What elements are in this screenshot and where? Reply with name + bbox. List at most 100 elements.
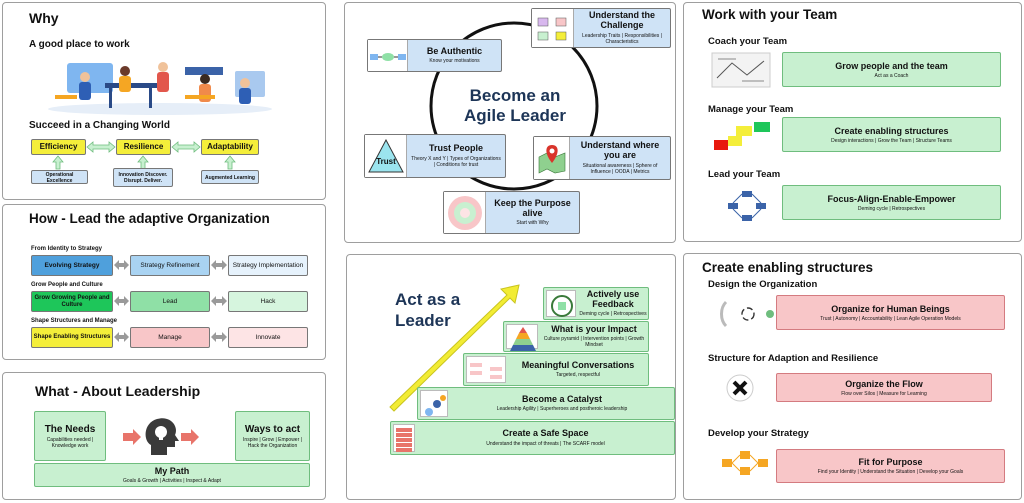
how-row2-heading: Grow People and Culture [31,282,103,288]
evolving-strategy-box: Evolving Strategy [31,255,113,276]
grow-label: Grow Growing People and Culture [34,294,110,308]
needs-title: The Needs [44,423,96,435]
needs-text: Capabilities needed | Knowledge work [46,436,94,449]
trust-triangle-icon [368,138,404,173]
challenge-text: Leadership Traits | Responsibilities | C… [582,32,662,45]
conversations-title: Meaningful Conversations [521,359,635,370]
human-beings-title: Organize for Human Beings [831,303,950,314]
puzzle-icon [726,374,754,402]
flow-box[interactable]: Organize the Flow Flow over Silos | Meas… [776,373,992,402]
trust-title: Trust People [428,143,483,154]
path-title: My Path [154,466,190,476]
trust-card: Trust Trust People Theory X and Y | Type… [364,134,506,178]
where-title: Understand where you are [580,140,660,160]
step-safe-space: Create a Safe Space Understand the impac… [390,421,675,455]
structures-title: Create enabling structures [702,260,874,275]
team-title: Work with your Team [702,7,838,22]
flow-text: Flow over Silos | Measure for Learning [841,390,927,397]
fit-purpose-box[interactable]: Fit for Purpose Find your Identity | Und… [776,449,1005,483]
why-panel: Why A good place to work Succeed in a Ch… [2,2,326,200]
grow-box: Grow Growing People and Culture [31,291,113,312]
focus-align-box[interactable]: Focus-Align-Enable-Empower Deming cycle … [782,185,1001,220]
human-beings-box[interactable]: Organize for Human Beings Trust | Autono… [776,295,1005,330]
act-title: Act as a Leader [395,290,461,331]
why-subtitle: A good place to work [29,39,130,50]
enabling-structures-text: Design interactions | Grow the Team | St… [831,137,952,144]
strategy-implementation-label: Strategy Implementation [232,261,304,269]
operational-excellence-box: Operational Excellence [31,170,88,184]
grow-team-text: Act as a Coach [874,72,909,79]
shape-box: Shape Enabling Structures [31,327,113,348]
authentic-title: Be Authentic [426,45,483,56]
ways-box: Ways to act Inspire | Grow | Empower | H… [235,411,310,461]
efficiency-box: Efficiency [31,139,86,155]
where-text: Situational awareness | Sphere of Influe… [582,162,658,175]
design-org-heading: Design the Organization [708,279,818,290]
why-section-heading: Succeed in a Changing World [29,120,170,131]
shape-label: Shape Enabling Structures [33,334,111,341]
catalyst-title: Become a Catalyst [521,393,603,404]
evolving-strategy-label: Evolving Strategy [44,261,100,269]
step-impact: What is your Impact Culture pyramid | In… [503,321,649,352]
purpose-text: Start with Why [516,220,549,227]
adaptability-box: Adaptability [201,139,259,155]
adaption-heading: Structure for Adaption and Resilience [708,353,879,364]
innovation-label: Innovation Discover. Disrupt. Deliver. [118,172,168,184]
path-box: My Path Goals & Growth | Activities | In… [34,463,310,487]
how-title: How - Lead the adaptive Organization [29,211,270,226]
strategy-heading: Develop your Strategy [708,428,809,439]
team-panel: Work with your Team Coach your Team Grow… [683,2,1022,242]
where-card: Understand where you are Situational awa… [533,136,671,180]
innovate-box: Innovate [228,327,308,348]
catalyst-icon [425,395,446,416]
impact-text: Culture pyramid | Intervention points | … [543,336,645,349]
fit-purpose-title: Fit for Purpose [858,457,923,467]
step-feedback: Actively use Feedback Deming cycle | Ret… [543,287,649,320]
challenge-icon [537,17,567,41]
challenge-card: Understand the Challenge Leadership Trai… [531,8,671,48]
focus-align-title: Focus-Align-Enable-Empower [827,193,956,204]
target-icon [448,196,482,230]
how-row1-heading: From Identity to Strategy [31,246,103,252]
innovation-box: Innovation Discover. Disrupt. Deliver. [113,168,173,187]
how-double-arrows [114,260,227,342]
safe-space-title: Create a Safe Space [502,428,589,439]
operational-excellence-label: Operational Excellence [45,171,74,184]
purpose-title: Keep the Purpose alive [494,197,571,218]
hack-box: Hack [228,291,308,312]
lead-box: Lead [130,291,210,312]
agile-circle [429,21,599,191]
coach-heading: Coach your Team [708,36,788,47]
why-double-arrows [52,141,236,170]
growth-arrow [389,284,520,412]
human-beings-text: Trust | Autonomy | Accountability | Lean… [820,315,961,322]
hack-label: Hack [260,297,276,305]
authentic-text: Know your motivations [429,58,480,65]
focus-align-text: Deming cycle | Retrospectives [857,205,926,212]
strategy-flow-icon [722,451,768,475]
strategy-implementation-box: Strategy Implementation [228,255,308,276]
authentic-card: Be Authentic Know your motivations [367,39,502,72]
adaptability-label: Adaptability [207,142,253,152]
purpose-card: Keep the Purpose alive Start with Why [443,191,580,234]
resilience-box: Resilience [116,139,171,155]
agile-panel: Become an Agile Leader Be Authentic Know… [344,2,676,243]
lead-label: Lead [162,297,178,305]
enabling-structures-title: Create enabling structures [834,125,949,136]
ways-title: Ways to act [244,423,301,435]
what-panel: What - About Leadership The Needs Capabi… [2,372,326,500]
leadership-head-icon [123,418,199,455]
how-row3-heading: Shape Structures and Manage [31,318,118,324]
feedback-title: Actively use Feedback [586,288,640,309]
grow-team-box[interactable]: Grow people and the team Act as a Coach [782,52,1001,87]
safe-space-text: Understand the impact of threats | The S… [486,440,605,447]
challenge-title: Understand the Challenge [588,10,655,30]
innovate-label: Innovate [255,333,281,341]
enabling-structures-box[interactable]: Create enabling structures Design intera… [782,117,1001,152]
strategy-refinement-label: Strategy Refinement [140,261,200,269]
manage-label: Manage [158,333,182,341]
strategy-refinement-box: Strategy Refinement [130,255,210,276]
why-title: Why [29,10,59,26]
trust-icon-label: Trust [376,157,396,166]
impact-title: What is your Impact [551,323,637,334]
